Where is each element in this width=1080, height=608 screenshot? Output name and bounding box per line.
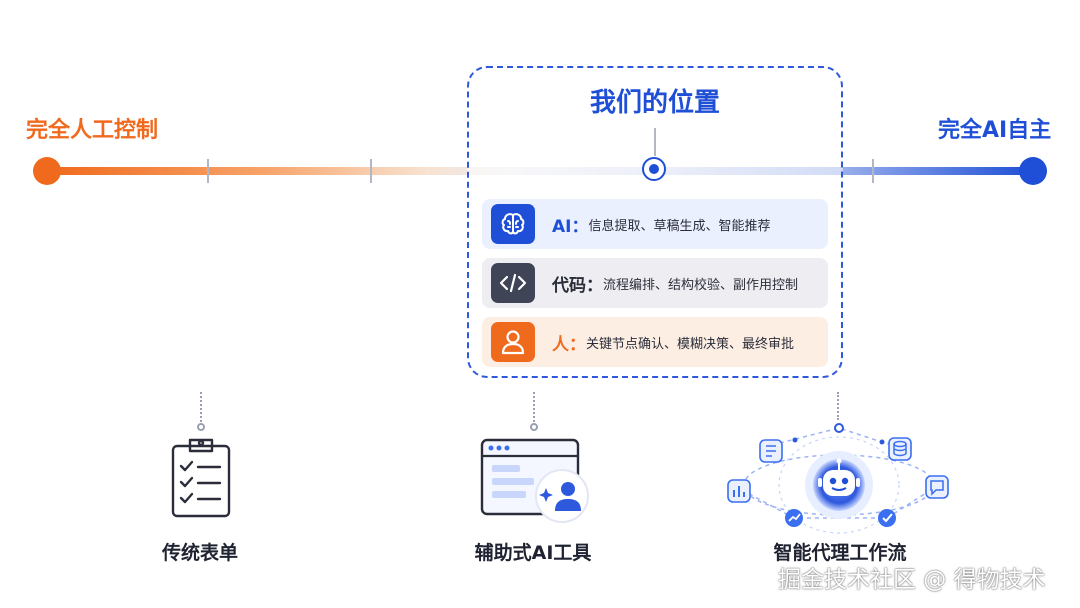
role-row-ai: AI： 信息提取、草稿生成、智能推荐 bbox=[482, 199, 828, 249]
ai-autonomy-label: 完全AI自主 bbox=[938, 118, 1052, 143]
position-marker-stem bbox=[654, 128, 656, 156]
clipboard-checklist-icon bbox=[168, 436, 234, 524]
role-row-code: 代码： 流程编排、结构校验、副作用控制 bbox=[482, 258, 828, 308]
role-name-code: 代码： bbox=[552, 275, 603, 296]
connector-node bbox=[197, 423, 205, 431]
role-desc-human: 关键节点确认、模糊决策、最终审批 bbox=[586, 336, 795, 352]
manual-control-label: 完全人工控制 bbox=[26, 118, 159, 143]
position-marker bbox=[642, 157, 666, 181]
code-icon bbox=[491, 263, 535, 303]
our-position-title: 我们的位置 bbox=[589, 88, 720, 118]
axis-tick bbox=[207, 159, 209, 183]
role-desc-ai: 信息提取、草稿生成、智能推荐 bbox=[588, 218, 771, 234]
agent-workflow-label: 智能代理工作流 bbox=[773, 542, 907, 564]
role-name-ai: AI： bbox=[552, 216, 589, 237]
agent-network-icon bbox=[722, 418, 962, 540]
axis-tick bbox=[872, 159, 874, 183]
axis-tick bbox=[370, 159, 372, 183]
manual-end-dot bbox=[33, 157, 61, 185]
ai-assistant-window-icon bbox=[480, 438, 595, 530]
assistive-ai-tool-label: 辅助式AI工具 bbox=[474, 542, 592, 564]
watermark: 掘金技术社区 @ 得物技术 bbox=[778, 567, 1046, 593]
role-name-human: 人： bbox=[552, 334, 586, 355]
person-icon bbox=[491, 322, 535, 362]
connector-line bbox=[533, 392, 535, 422]
traditional-form-label: 传统表单 bbox=[161, 542, 238, 564]
role-row-human: 人： 关键节点确认、模糊决策、最终审批 bbox=[482, 317, 828, 367]
ai-end-dot bbox=[1019, 157, 1047, 185]
connector-line bbox=[837, 392, 839, 420]
connector-node bbox=[530, 423, 538, 431]
role-desc-code: 流程编排、结构校验、副作用控制 bbox=[603, 277, 799, 293]
connector-line bbox=[200, 392, 202, 422]
brain-icon bbox=[491, 204, 535, 244]
